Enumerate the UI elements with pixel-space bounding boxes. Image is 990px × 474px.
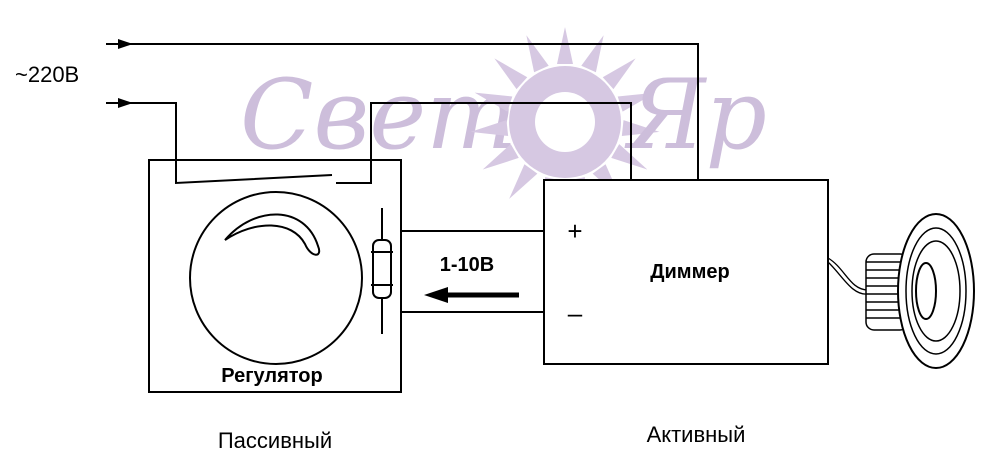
regulator-label: Регулятор <box>221 365 323 387</box>
regulator-box <box>148 159 402 393</box>
minus-terminal: – <box>568 298 583 328</box>
lamp-wires <box>827 257 869 295</box>
regulator-knob <box>189 191 363 365</box>
watermark-text-left: Свет <box>240 59 517 171</box>
signal-wires <box>401 230 544 313</box>
supply-voltage-label: ~220В <box>15 62 79 87</box>
supply-wires <box>106 43 699 185</box>
passive-caption: Пассивный <box>218 428 332 453</box>
potentiometer-icon <box>371 208 393 334</box>
dimmer-box <box>543 179 829 365</box>
watermark-text-right: Яр <box>624 59 767 171</box>
arrow-right-icon <box>118 39 133 108</box>
dimmer-label: Диммер <box>650 261 729 283</box>
knob-indicator <box>224 213 321 256</box>
led-downlight-icon <box>865 213 975 369</box>
active-caption: Активный <box>647 422 746 447</box>
arrow-left-icon <box>424 287 519 303</box>
plus-terminal: + <box>567 216 582 246</box>
signal-voltage-label: 1-10В <box>440 254 494 276</box>
